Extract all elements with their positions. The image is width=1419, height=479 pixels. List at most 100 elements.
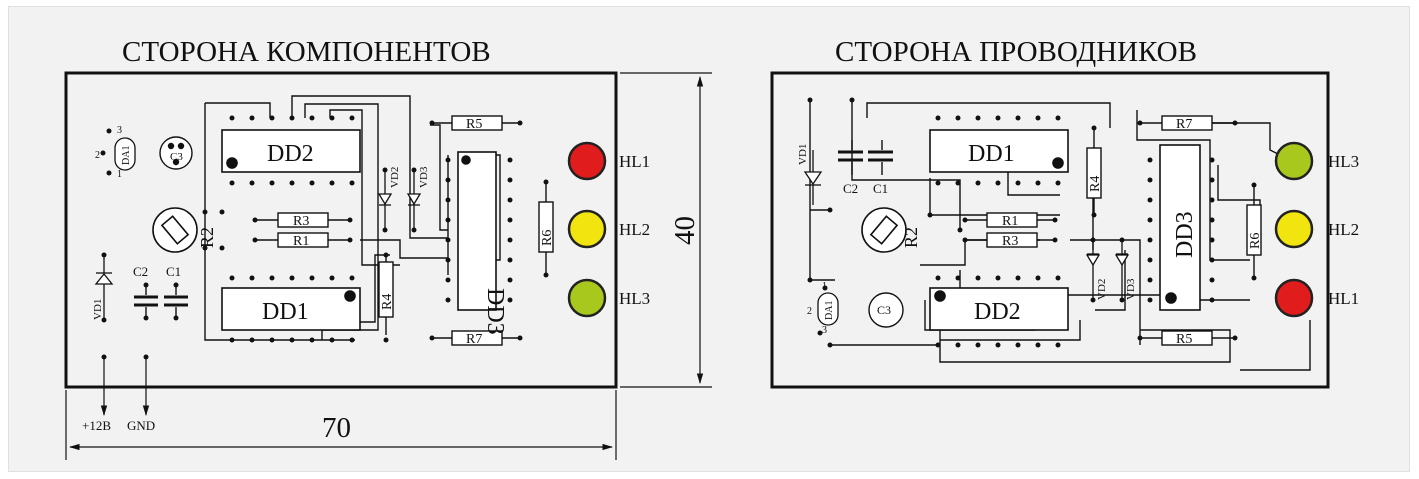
pad (1147, 157, 1153, 163)
pad (1147, 297, 1153, 303)
pad (1209, 277, 1215, 283)
pad (173, 315, 179, 321)
pad (1091, 212, 1097, 218)
pad (935, 275, 941, 281)
pad (347, 237, 353, 243)
pad (1035, 180, 1041, 186)
left-vd1-diode (94, 255, 114, 320)
pad (445, 157, 451, 163)
left-led-hl2 (567, 209, 607, 249)
pad (349, 115, 355, 121)
right-dd1-chip (929, 129, 1069, 173)
pad (1209, 157, 1215, 163)
pad (229, 180, 235, 186)
pad (507, 277, 513, 283)
right-led-hl3 (1274, 141, 1314, 181)
plus-12v-terminal-label: +12В (82, 418, 111, 433)
right-pin1-label: 1 (822, 281, 827, 292)
pad (1035, 275, 1041, 281)
board-outline-right (770, 71, 1330, 389)
pad (101, 354, 107, 360)
pad (229, 337, 235, 343)
pad (1090, 237, 1096, 243)
pad (935, 180, 941, 186)
left-pin1-label: 1 (117, 169, 122, 180)
right-dd2-chip (929, 287, 1069, 331)
right-dd1-label: DD1 (968, 141, 1015, 167)
pad (1052, 217, 1058, 223)
left-dd1-chip (221, 287, 361, 331)
left-resistors (255, 115, 554, 346)
right-hl1-label: HL1 (1328, 289, 1359, 308)
pad (445, 217, 451, 223)
left-c3-capacitor (159, 136, 193, 170)
left-c1-label: C1 (166, 264, 181, 279)
pad (445, 297, 451, 303)
pad (445, 237, 451, 243)
left-da1-regulator (114, 137, 136, 171)
pad (101, 252, 107, 258)
pad (289, 337, 295, 343)
pad (100, 150, 106, 156)
left-r6-label: R6 (540, 230, 555, 246)
pad (1091, 125, 1097, 131)
pad (517, 120, 523, 126)
left-led-hl1 (567, 141, 607, 181)
pad (309, 275, 315, 281)
pad (229, 115, 235, 121)
pad (411, 227, 417, 233)
left-pin3-label: 3 (117, 125, 122, 136)
right-caps-c1-c2 (838, 140, 893, 175)
pad (1209, 257, 1215, 263)
pad (252, 217, 258, 223)
pad (143, 315, 149, 321)
pad (935, 115, 941, 121)
right-led-hl2 (1274, 209, 1314, 249)
pad (349, 337, 355, 343)
pad (935, 342, 941, 348)
left-pin2-label: 2 (95, 150, 100, 161)
left-dd3-label: DD3 (482, 288, 508, 335)
right-r7-label: R7 (1176, 117, 1192, 132)
pad (817, 330, 823, 336)
pad (1035, 115, 1041, 121)
height-dimension (620, 72, 712, 388)
left-labels: DD2 DD1 DD3 R5 R7 R3 R1 R4 R6 R2 VD2 VD3… (82, 117, 701, 444)
pad (995, 115, 1001, 121)
pad (349, 180, 355, 186)
left-dd2-label: DD2 (267, 141, 314, 167)
pad (822, 285, 828, 291)
pad (1015, 180, 1021, 186)
left-led-hl3 (567, 278, 607, 318)
pad (962, 217, 968, 223)
pad (955, 342, 961, 348)
pad (507, 237, 513, 243)
pad (202, 245, 208, 251)
pad (507, 297, 513, 303)
pad (1147, 277, 1153, 283)
pad (269, 337, 275, 343)
pad (383, 252, 389, 258)
right-c1-label: C1 (873, 181, 888, 196)
pad (1147, 237, 1153, 243)
right-r3-label: R3 (1002, 234, 1018, 249)
left-caps-c1-c2 (134, 285, 188, 318)
left-r1-label: R1 (293, 234, 309, 249)
left-vd1-label: VD1 (92, 299, 104, 320)
left-dd2-chip (221, 129, 361, 173)
pad (106, 170, 112, 176)
right-c3-label: C3 (877, 303, 891, 317)
pad (975, 275, 981, 281)
pad (309, 337, 315, 343)
pad (269, 180, 275, 186)
gnd-terminal-label: GND (127, 418, 155, 433)
pad (202, 209, 208, 215)
right-vd3-label: VD3 (1125, 278, 1137, 300)
pad (429, 335, 435, 341)
left-hl2-label: HL2 (619, 220, 650, 239)
pad (411, 167, 417, 173)
pad (543, 272, 549, 278)
right-c2-label: C2 (843, 181, 858, 196)
height-dimension-label: 40 (669, 216, 701, 245)
pad (1209, 297, 1215, 303)
